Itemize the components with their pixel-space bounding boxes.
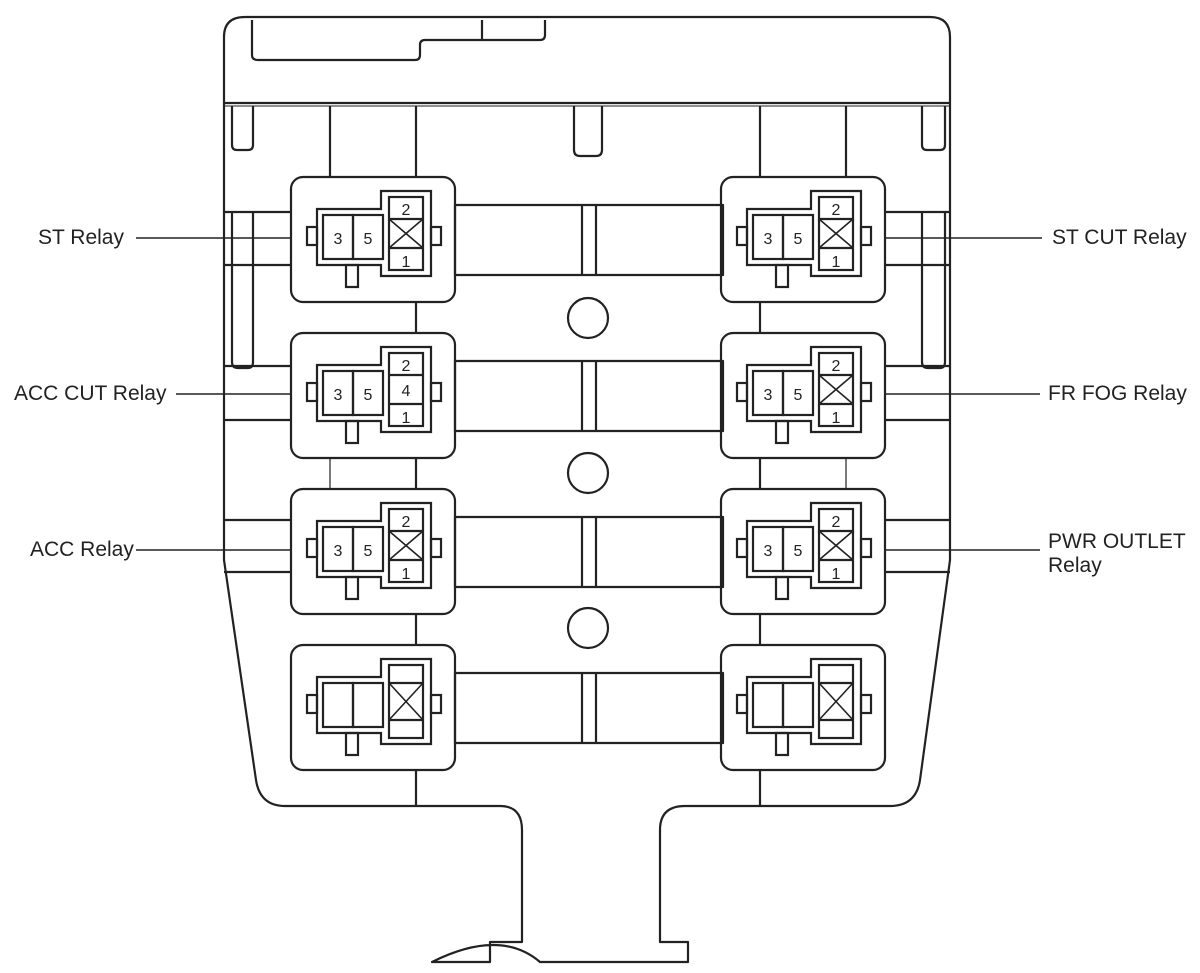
- relay-socket: [719, 643, 887, 772]
- pin-label: 5: [364, 543, 373, 560]
- pin-label: 5: [794, 543, 803, 560]
- pin-label: 3: [334, 387, 343, 404]
- pin-label: 2: [402, 202, 411, 219]
- pin-label: 3: [334, 543, 343, 560]
- mount-hole: [566, 451, 610, 495]
- pin-label: 1: [832, 254, 841, 271]
- center-bars: [453, 203, 725, 745]
- relay-socket: [289, 643, 457, 772]
- pin-label: 3: [334, 231, 343, 248]
- pin-label: 1: [832, 410, 841, 427]
- relay-socket: 3 5 2 1: [719, 175, 887, 304]
- pin-label: 5: [364, 387, 373, 404]
- relay-socket: 3 5 2 1: [289, 175, 457, 304]
- pin-label: 3: [764, 387, 773, 404]
- relay-socket: 3 5 2 1: [719, 331, 887, 460]
- pin-label: 4: [402, 383, 411, 400]
- relay-socket: 3 5 2 1: [719, 487, 887, 616]
- pin-label: 5: [794, 387, 803, 404]
- pin-label: 1: [402, 410, 411, 427]
- pin-label: 5: [794, 231, 803, 248]
- pin-label: 1: [402, 254, 411, 271]
- pin-label: 2: [832, 514, 841, 531]
- relay-socket: 3 5 2 4 1: [289, 331, 457, 460]
- pin-label: 1: [402, 566, 411, 583]
- pin-label: 3: [764, 543, 773, 560]
- housing-outline: [222, 15, 952, 964]
- pin-label: 2: [832, 202, 841, 219]
- pin-label: 1: [832, 566, 841, 583]
- relay-socket: 3 5 2 1: [289, 487, 457, 616]
- label-pwr-outlet-relay: Relay: [1048, 554, 1102, 577]
- label-pwr-outlet: PWR OUTLET: [1048, 530, 1186, 553]
- top-tab: [250, 20, 547, 62]
- label-acc-relay: ACC Relay: [30, 538, 134, 561]
- pin-label: 2: [402, 358, 411, 375]
- label-st-relay: ST Relay: [38, 226, 124, 249]
- label-st-cut-relay: ST CUT Relay: [1052, 226, 1187, 249]
- pin-label: 3: [764, 231, 773, 248]
- mount-hole: [566, 296, 610, 340]
- label-acc-cut-relay: ACC CUT Relay: [14, 382, 167, 405]
- pin-label: 2: [832, 358, 841, 375]
- label-fr-fog-relay: FR FOG Relay: [1048, 382, 1187, 405]
- pin-label: 2: [402, 514, 411, 531]
- pin-label: 5: [364, 231, 373, 248]
- mount-hole: [566, 606, 610, 650]
